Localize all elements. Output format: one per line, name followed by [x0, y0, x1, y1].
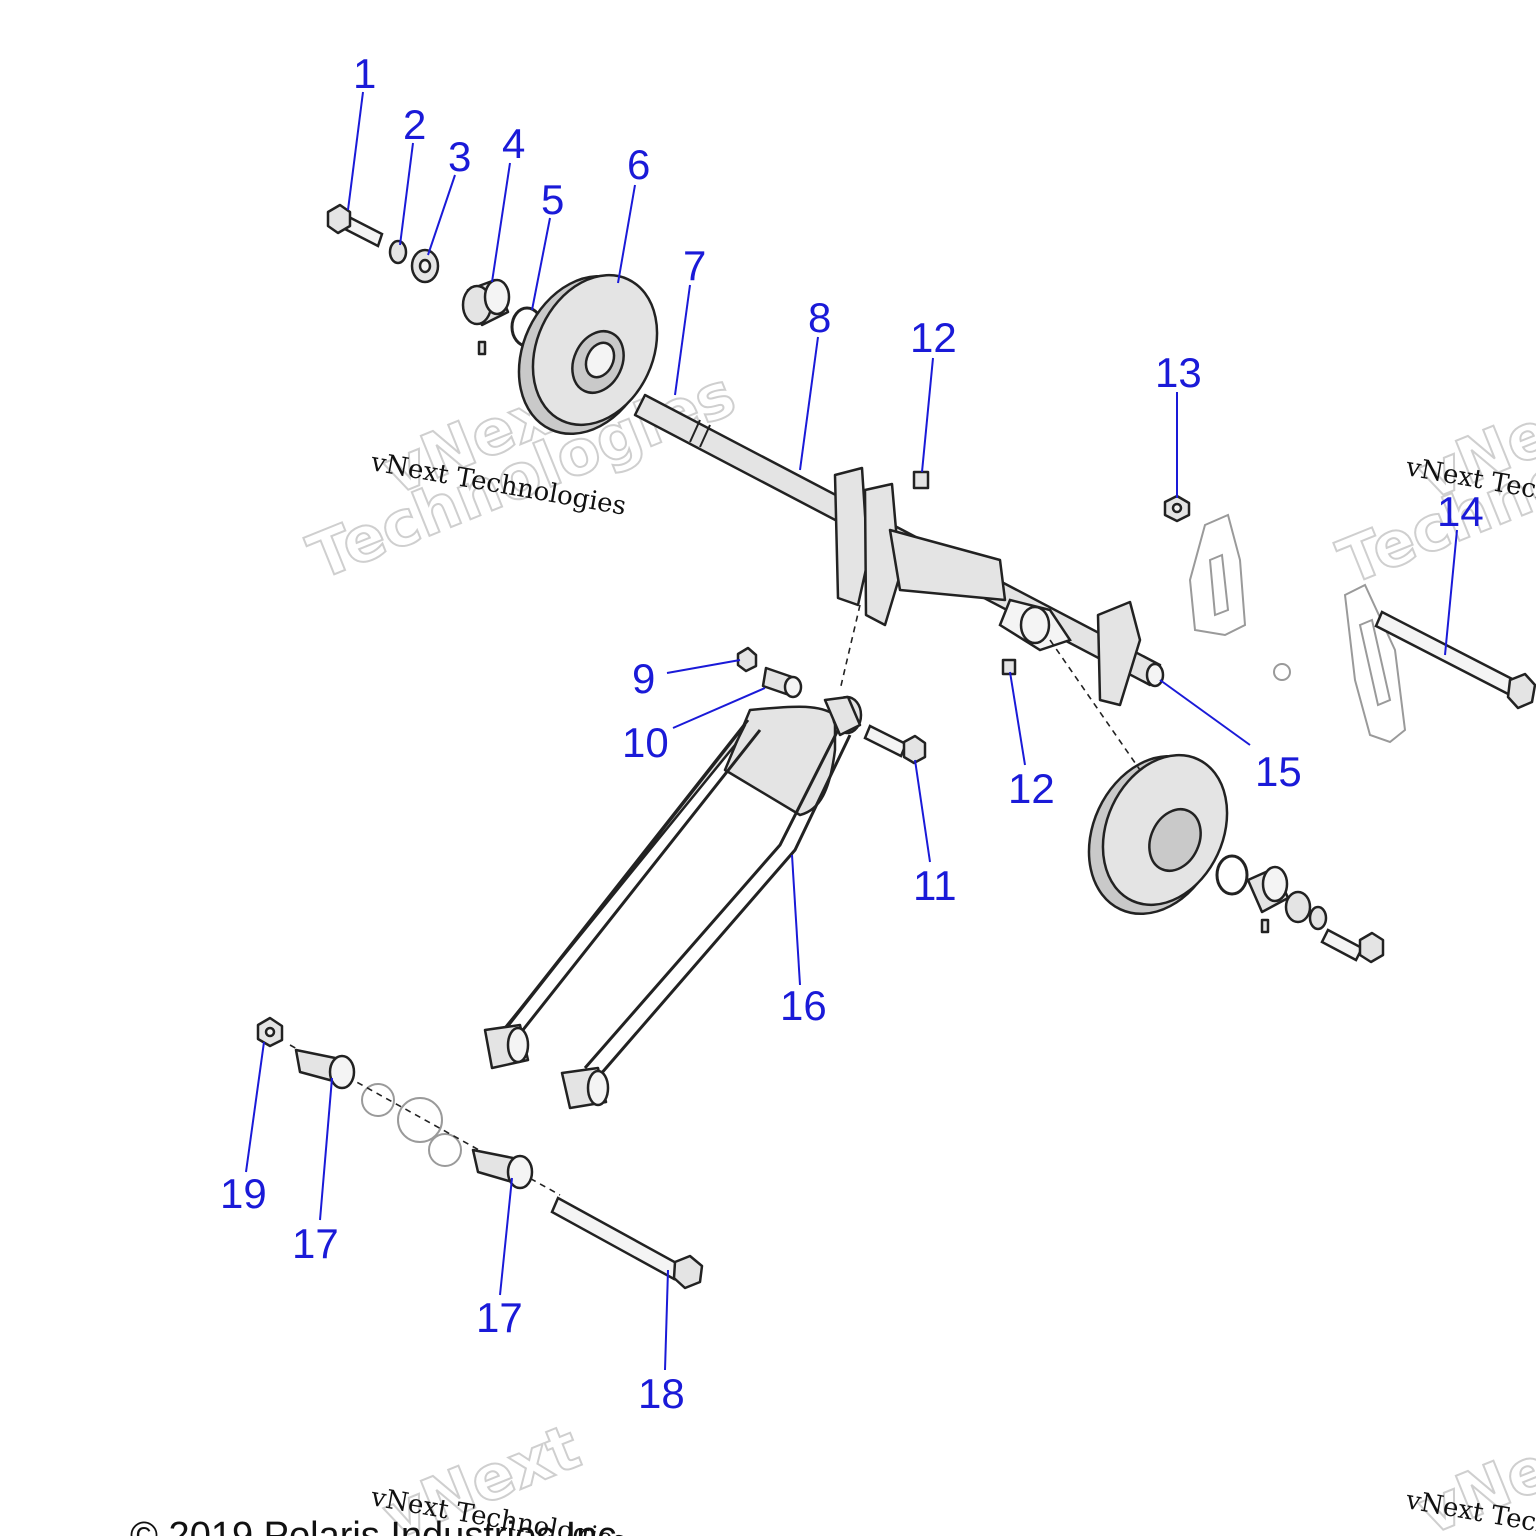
lock-washer-part — [388, 239, 408, 265]
nut-part-19 — [256, 1016, 284, 1048]
bolt-part-11 — [863, 724, 927, 765]
callout-17b: 17 — [476, 1294, 523, 1341]
callout-10: 10 — [622, 719, 669, 766]
callout-1: 1 — [353, 50, 376, 97]
nut-part-9 — [736, 646, 758, 673]
callout-18: 18 — [638, 1370, 685, 1417]
long-bolt-14 — [1374, 610, 1536, 710]
a-arm-part — [483, 695, 863, 1110]
copyright-text: © 2019 Polaris Industries Inc. — [130, 1515, 627, 1536]
alignment-line — [1049, 639, 1141, 771]
spacer-part-17b — [471, 1148, 534, 1190]
spacer-part-10 — [761, 666, 803, 699]
spacer-part-17a — [294, 1048, 356, 1090]
callout-14: 14 — [1437, 488, 1484, 535]
callout-13: 13 — [1155, 349, 1202, 396]
alignment-line — [839, 604, 861, 691]
idler-wheel-lower — [1087, 753, 1229, 916]
callout-3: 3 — [448, 133, 471, 180]
bearing-hub-part — [461, 278, 511, 356]
idler-wheel-upper — [517, 273, 659, 436]
background-washer-outline — [361, 1083, 462, 1167]
callout-19: 19 — [220, 1170, 267, 1217]
callout-15: 15 — [1255, 748, 1302, 795]
grease-fitting-part — [912, 470, 1017, 676]
callout-17: 17 — [292, 1220, 339, 1267]
watermark-small-group: vNext Technologies vNext Technologies vN… — [368, 447, 1536, 1536]
callout-11: 11 — [913, 862, 957, 909]
callout-2: 2 — [403, 101, 426, 148]
callout-5: 5 — [541, 176, 564, 223]
callout-9: 9 — [632, 655, 655, 702]
callout-4: 4 — [502, 120, 525, 167]
callout-7: 7 — [683, 242, 706, 289]
callout-8: 8 — [808, 294, 831, 341]
callout-6: 6 — [627, 141, 650, 188]
leader-lines — [245, 91, 1458, 1371]
wheel-hardware-lower — [1215, 854, 1385, 964]
bolt-part — [326, 203, 384, 248]
long-bolt-18 — [550, 1196, 704, 1290]
background-bracket-outline — [1188, 513, 1407, 744]
callout-12: 12 — [910, 314, 957, 361]
axle-bracket-part — [833, 466, 1142, 707]
flat-washer-part — [410, 248, 440, 284]
nut-part-13 — [1163, 494, 1191, 523]
callout-labels: 1 2 3 4 5 6 7 8 9 10 11 12 12 13 14 15 1… — [220, 50, 1484, 1417]
callout-12b: 12 — [1008, 765, 1055, 812]
callout-16: 16 — [780, 982, 827, 1029]
